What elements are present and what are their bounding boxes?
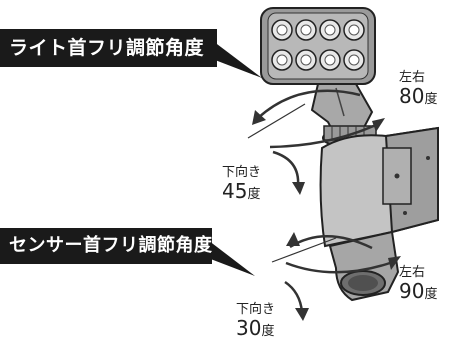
sensor-downward-label: 下向き 30度 bbox=[236, 302, 275, 343]
sensor-angle-callout: センサー首フリ調節角度 bbox=[0, 228, 212, 264]
led-lamp-head bbox=[260, 7, 376, 85]
main-housing bbox=[319, 126, 439, 248]
light-down-value: 45 bbox=[222, 179, 248, 203]
sensor-lr-value: 90 bbox=[399, 279, 425, 303]
led-lens-core bbox=[276, 24, 288, 36]
unit-label: 度 bbox=[424, 92, 438, 107]
led-lens-core bbox=[324, 54, 336, 66]
sensor-down-value: 30 bbox=[236, 316, 262, 340]
unit-label: 度 bbox=[424, 287, 438, 302]
light-lr-value: 80 bbox=[399, 84, 425, 108]
light-left-right-label: 左右 80度 bbox=[399, 70, 437, 111]
light-down-caption: 下向き bbox=[222, 165, 262, 180]
led-lens-core bbox=[276, 54, 288, 66]
led-lens-core bbox=[300, 54, 312, 66]
light-angle-callout: ライト首フリ調節角度 bbox=[0, 29, 217, 67]
sensor-left-right-label: 左右 90度 bbox=[399, 265, 437, 306]
sensor-lr-caption: 左右 bbox=[399, 265, 426, 280]
sensor-callout-pointer bbox=[200, 234, 255, 276]
led-lens-core bbox=[324, 24, 336, 36]
led-lens-core bbox=[300, 24, 312, 36]
unit-label: 度 bbox=[247, 187, 261, 202]
sensor-unit bbox=[328, 230, 400, 302]
unit-label: 度 bbox=[261, 324, 275, 339]
rotation-indicators bbox=[247, 89, 401, 321]
sensor-down-caption: 下向き bbox=[236, 302, 276, 317]
led-lens-core bbox=[348, 54, 360, 66]
light-lr-caption: 左右 bbox=[399, 70, 426, 85]
light-downward-label: 下向き 45度 bbox=[222, 165, 261, 206]
led-lens-core bbox=[348, 24, 360, 36]
light-callout-pointer bbox=[205, 35, 262, 78]
led-grid bbox=[271, 19, 365, 71]
